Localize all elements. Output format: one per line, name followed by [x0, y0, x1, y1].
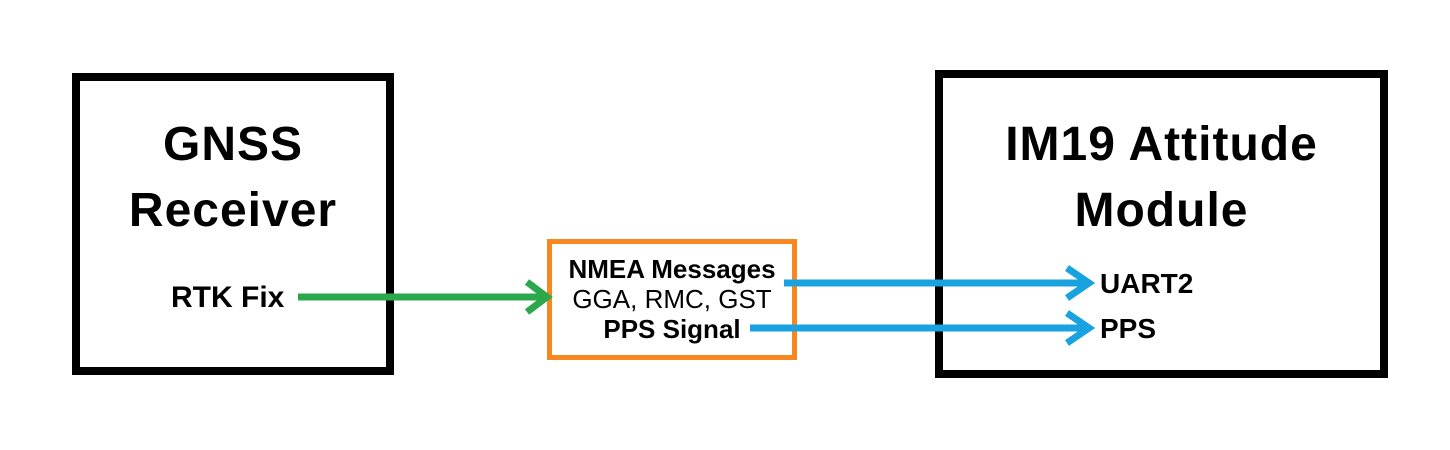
nmea-to-uart2-arrowhead-icon: [1065, 265, 1096, 301]
gnss-title-line1: GNSS: [162, 118, 304, 171]
gnss-title-line2: Receiver: [128, 184, 338, 237]
rtk-fix-arrowhead-icon: [524, 279, 553, 315]
pps-to-pps-arrowhead-icon: [1065, 310, 1096, 346]
rtk-fix-label: RTK Fix: [171, 281, 285, 314]
signal-group-text: NMEA Messages GGA, RMC, GST PPS Signal: [547, 254, 797, 344]
pps-signal-label: PPS Signal: [603, 314, 741, 344]
rtk-fix-arrow: [298, 279, 553, 315]
nmea-to-uart2-arrow: [784, 265, 1096, 301]
im19-title-line2: Module: [1074, 184, 1249, 237]
gnss-receiver-title: GNSS Receiver: [72, 112, 394, 244]
im19-title-line1: IM19 Attitude: [1005, 118, 1318, 171]
nmea-messages-label: NMEA Messages: [568, 254, 776, 284]
pps-to-pps-arrow: [750, 310, 1096, 346]
signal-group-box: [547, 239, 797, 360]
nmea-sentences-label: GGA, RMC, GST: [572, 284, 772, 314]
uart2-port-label: UART2: [1100, 268, 1194, 299]
im19-module-title: IM19 Attitude Module: [935, 112, 1388, 244]
gnss-receiver-box: [72, 73, 394, 375]
pps-port-label: PPS: [1100, 313, 1157, 344]
